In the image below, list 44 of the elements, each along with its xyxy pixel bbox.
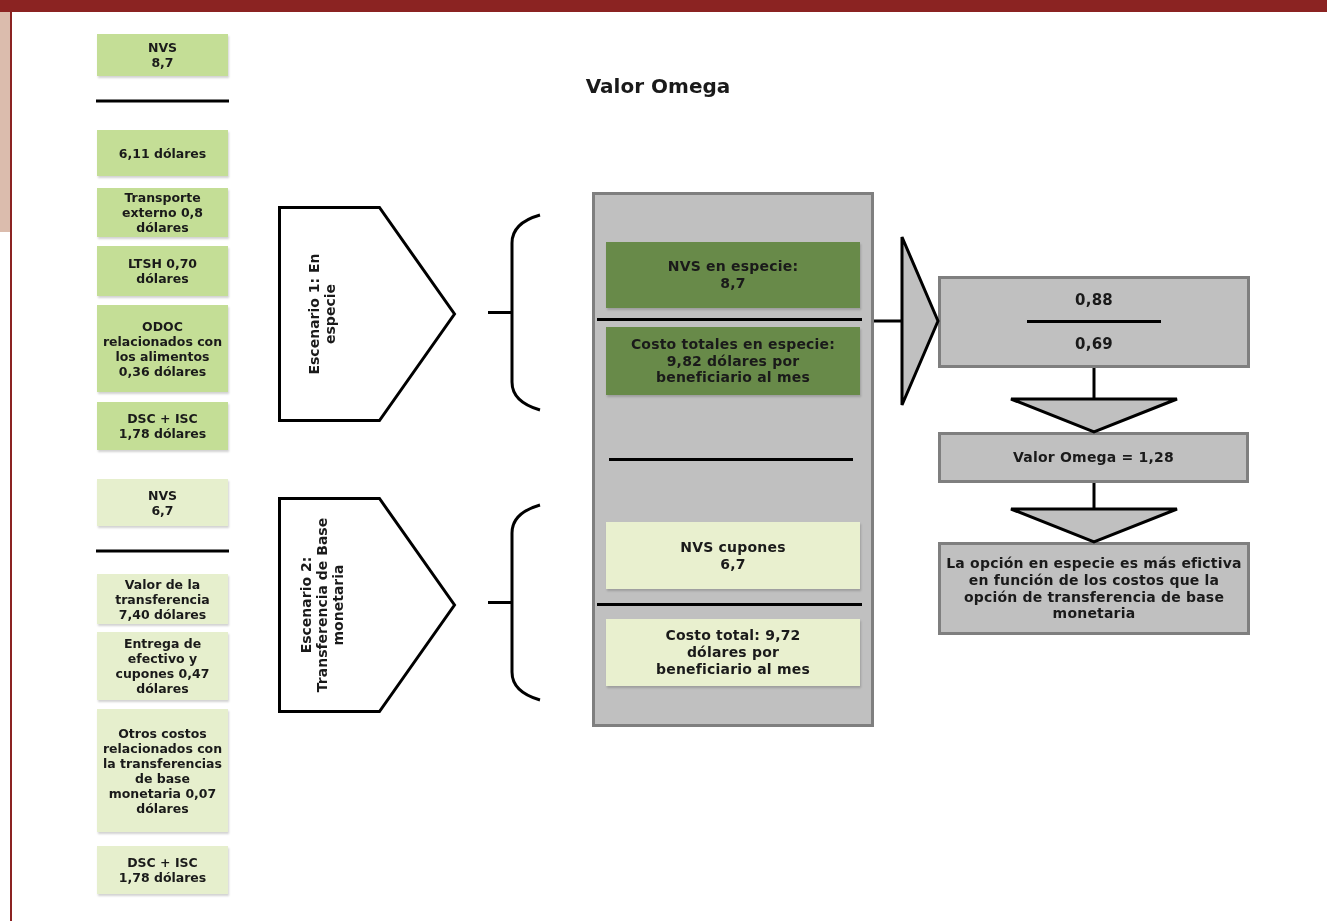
box-text: 0,69 [1074, 335, 1114, 354]
box-text: Entrega de efectivo y cupones 0,47 dólares [114, 636, 211, 696]
cost-box [97, 130, 228, 176]
cost-box [97, 402, 228, 450]
scenario-label: Escenario 2: Transferencia de Base monetaria [302, 516, 342, 695]
summary-panel [592, 192, 874, 727]
cost-box [97, 632, 228, 700]
box-text: La opción en especie es más efictiva en función de los costos que la opción de transferencia de base monetaria [945, 554, 1243, 623]
result-box [938, 542, 1250, 635]
cost-box [97, 188, 228, 237]
cost-box [97, 246, 228, 296]
box-text: DSC + ISC 1,78 dólares [117, 411, 208, 441]
box-text: NVS 8,7 [146, 40, 179, 70]
box-text: 6,11 dólares [117, 145, 208, 161]
box-text: LTSH 0,70 dólares [126, 256, 199, 286]
box-text: Transporte externo 0,8 dólares [120, 190, 205, 235]
box-text: Costo totales en especie: 9,82 dólares por beneficiario al mes [629, 335, 837, 387]
cost-box [97, 709, 228, 832]
cost-box [97, 574, 228, 624]
box-text: DSC + ISC 1,78 dólares [117, 855, 208, 885]
scenario-label: Escenario 1: En especie [304, 252, 339, 377]
box-text: Valor de la transferencia 7,40 dólares [114, 576, 211, 622]
box-text: NVS 6,7 [146, 487, 179, 518]
chevron-arrow [1009, 483, 1179, 544]
cost-box [97, 846, 228, 894]
box-text: ODOC relacionados con los alimentos 0,36 dólares [101, 318, 224, 379]
ratio-box [938, 276, 1250, 368]
chevron-arrow [1009, 368, 1179, 434]
result-box [606, 619, 860, 686]
box-text: NVS en especie: 8,7 [666, 258, 800, 292]
box-text: Otros costos relacionados con la transferencias de base monetaria 0,07 dólares [101, 725, 224, 816]
chevron-arrow [874, 235, 940, 407]
result-box [606, 522, 860, 589]
result-box [606, 242, 860, 308]
diagram-title: Valor Omega [584, 74, 732, 98]
result-box [938, 432, 1249, 483]
box-text: Valor Omega = 1,28 [1012, 449, 1175, 466]
box-text: NVS cupones 6,7 [679, 538, 787, 573]
box-text: Costo total: 9,72 dólares por beneficiario al mes [655, 627, 811, 678]
cost-box [97, 34, 228, 76]
cost-box [97, 479, 228, 526]
cost-box [97, 305, 228, 392]
result-box [606, 327, 860, 395]
box-text: 0,88 [1074, 290, 1114, 309]
